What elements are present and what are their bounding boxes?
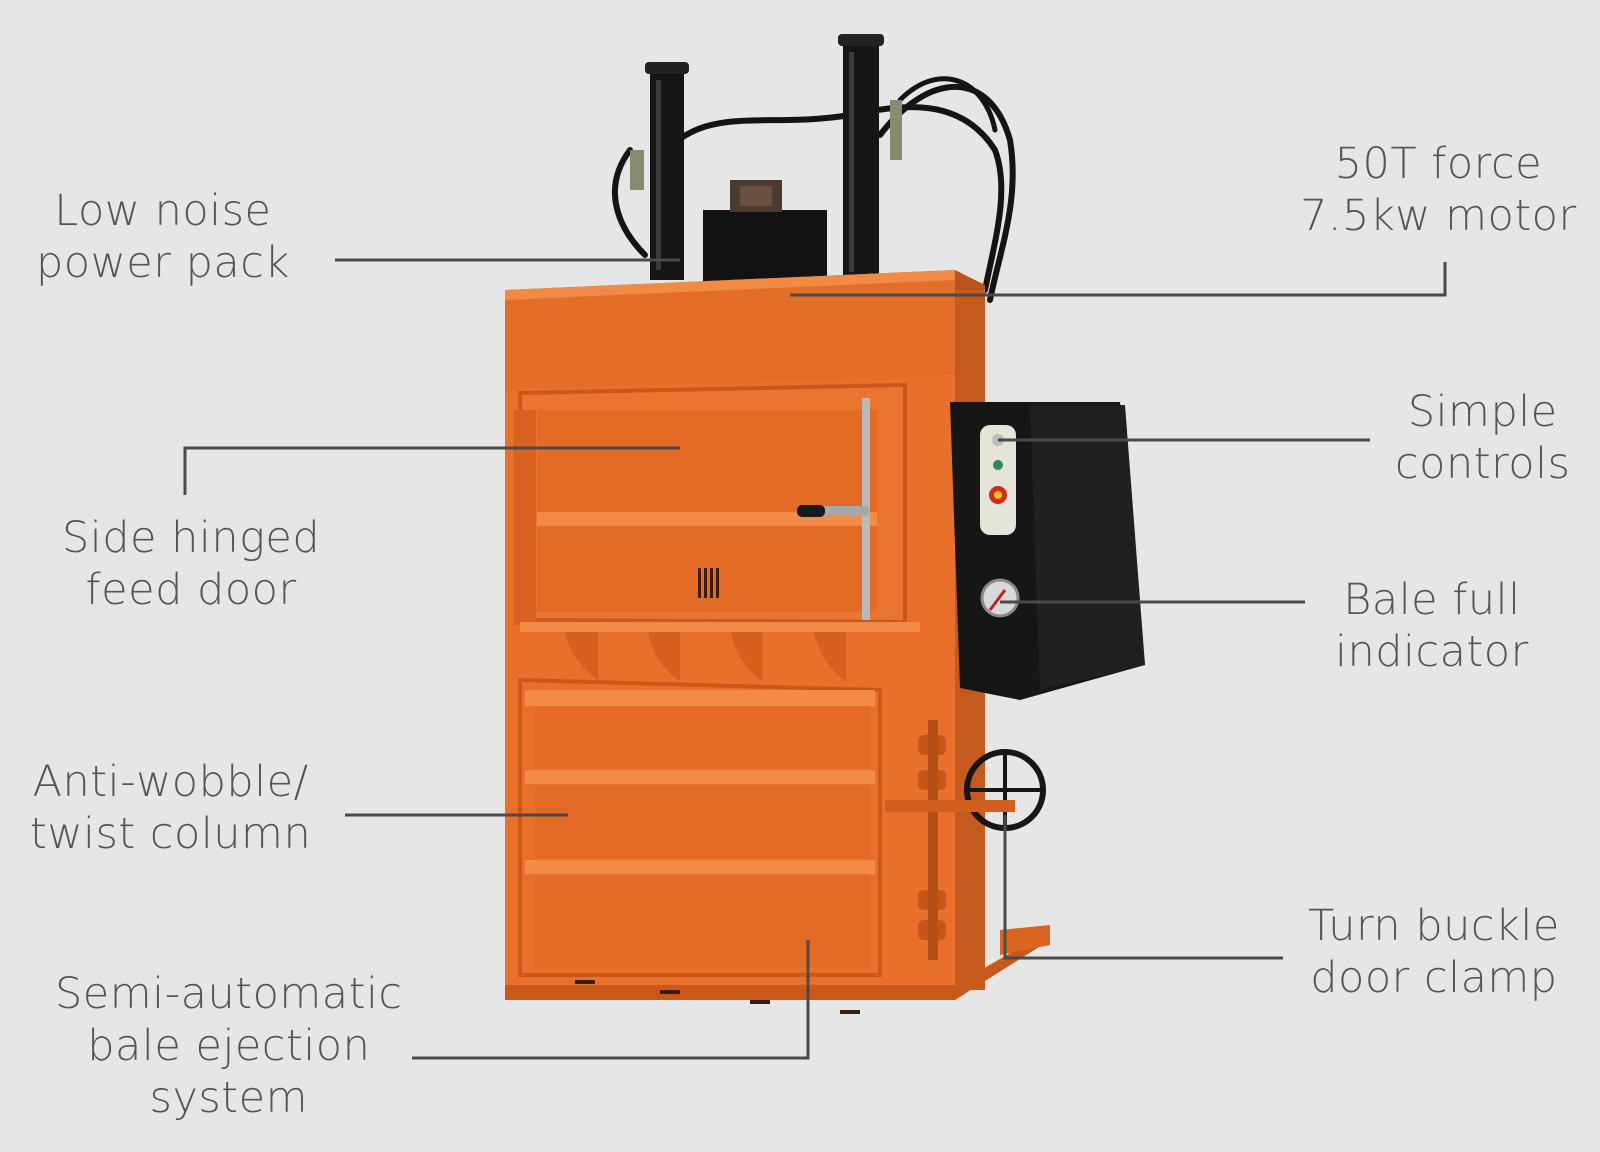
leader-feed-door	[183, 446, 680, 495]
callout-ejection-line3: system	[149, 1073, 309, 1123]
callout-column-line2: twist column	[30, 809, 312, 859]
callout-bale-full: Bale full indicator	[1335, 574, 1529, 678]
vent-slots	[698, 568, 719, 598]
leader-clamp	[1003, 815, 1283, 960]
callout-ejection: Semi-automatic bale ejection system	[55, 968, 403, 1124]
callout-column-line1: Anti-wobble/	[32, 757, 309, 807]
callout-power-pack: Low noise power pack	[36, 185, 290, 289]
power-pack-box	[703, 210, 827, 284]
callout-power-pack-line2: power pack	[36, 238, 290, 288]
top-header	[505, 270, 955, 395]
callout-feed-door-line2: feed door	[85, 565, 297, 615]
callout-controls: Simple controls	[1395, 386, 1570, 490]
callout-bale-full-line1: Bale full	[1343, 575, 1521, 625]
leader-ejection	[412, 940, 810, 1060]
base-skid	[505, 930, 1050, 1000]
callout-clamp-line1: Turn buckle	[1308, 901, 1560, 951]
callout-ejection-line2: bale ejection	[87, 1021, 371, 1071]
chamber-teeth	[565, 632, 846, 682]
callout-clamp: Turn buckle door clamp	[1308, 900, 1560, 1004]
callout-controls-line1: Simple	[1407, 387, 1558, 437]
right-cylinder	[843, 38, 879, 280]
left-cylinder	[650, 66, 684, 280]
callout-controls-line2: controls	[1395, 439, 1571, 489]
door-hinges	[918, 720, 946, 960]
callout-bale-full-line2: indicator	[1335, 627, 1529, 677]
callout-motor: 50T force 7.5kw motor	[1300, 138, 1577, 242]
callout-clamp-line2: door clamp	[1310, 953, 1558, 1003]
callout-ejection-line1: Semi-automatic	[55, 969, 403, 1019]
leader-lines	[183, 258, 1447, 1060]
callout-column: Anti-wobble/ twist column	[30, 756, 311, 860]
base-bolts	[575, 980, 860, 1014]
callout-power-pack-line1: Low noise	[54, 186, 272, 236]
callout-motor-line2: 7.5kw motor	[1300, 191, 1577, 241]
callout-feed-door: Side hinged feed door	[62, 512, 320, 616]
hydraulic-hoses	[612, 76, 1016, 303]
callout-feed-door-line1: Side hinged	[62, 513, 321, 563]
control-panel	[980, 425, 1016, 535]
leader-motor	[790, 262, 1447, 297]
callout-motor-line1: 50T force	[1334, 139, 1543, 189]
